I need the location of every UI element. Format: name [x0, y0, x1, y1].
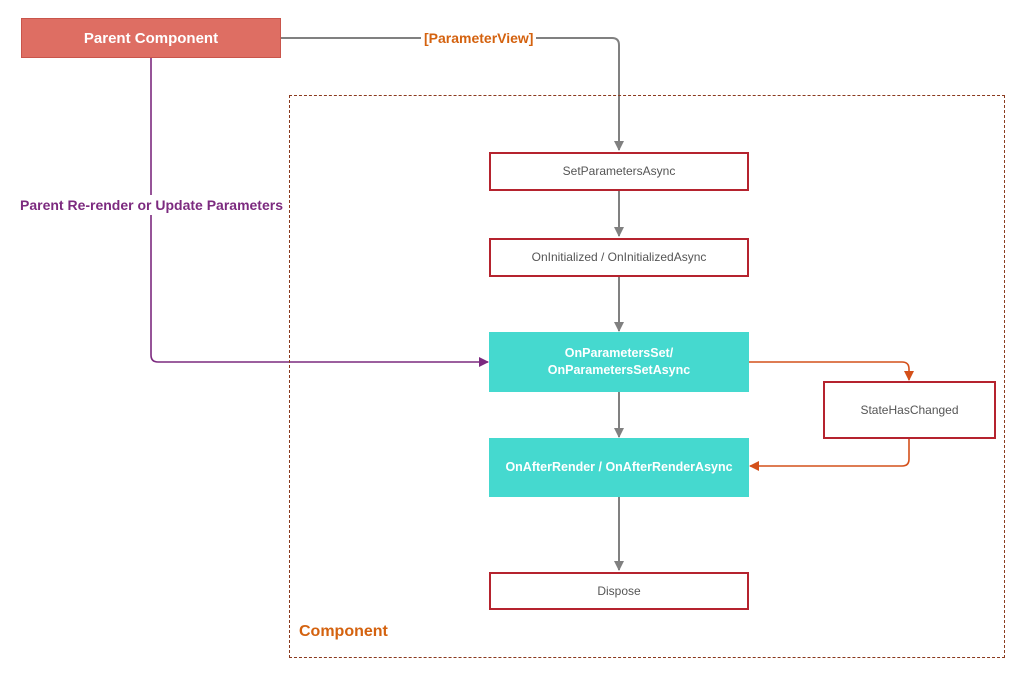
- on-initialized-node: OnInitialized / OnInitializedAsync: [489, 238, 749, 277]
- rerender-return-arrow: [749, 439, 910, 471]
- state-has-changed-node: StateHasChanged: [823, 381, 996, 439]
- parent-component-label: Parent Component: [83, 29, 219, 47]
- on-after-render-label: OnAfterRender / OnAfterRenderAsync: [505, 460, 733, 474]
- state-has-changed-label: StateHasChanged: [860, 402, 959, 417]
- on-after-render-node: OnAfterRender / OnAfterRenderAsync: [489, 438, 749, 497]
- parameter-view-label: [ParameterView]: [421, 30, 537, 46]
- rerender-label: Parent Re-render or Update Parameters: [20, 195, 283, 215]
- component-label: Component: [299, 623, 388, 640]
- parent-component-node: Parent Component: [21, 18, 281, 58]
- dispose-label: Dispose: [597, 583, 641, 598]
- dispose-node: Dispose: [489, 572, 749, 610]
- component-boundary: [289, 95, 1005, 658]
- on-parameters-set-label: OnParametersSet/ OnParametersSetAsync: [547, 346, 691, 377]
- rerender-arrow: [150, 58, 489, 367]
- state-change-arrow: [749, 361, 914, 381]
- on-parameters-set-node: OnParametersSet/ OnParametersSetAsync: [489, 332, 749, 392]
- parameter-view-arrow: [281, 37, 624, 151]
- set-parameters-async-node: SetParametersAsync: [489, 152, 749, 191]
- on-initialized-label: OnInitialized / OnInitializedAsync: [531, 250, 707, 264]
- set-parameters-async-label: SetParametersAsync: [562, 164, 676, 178]
